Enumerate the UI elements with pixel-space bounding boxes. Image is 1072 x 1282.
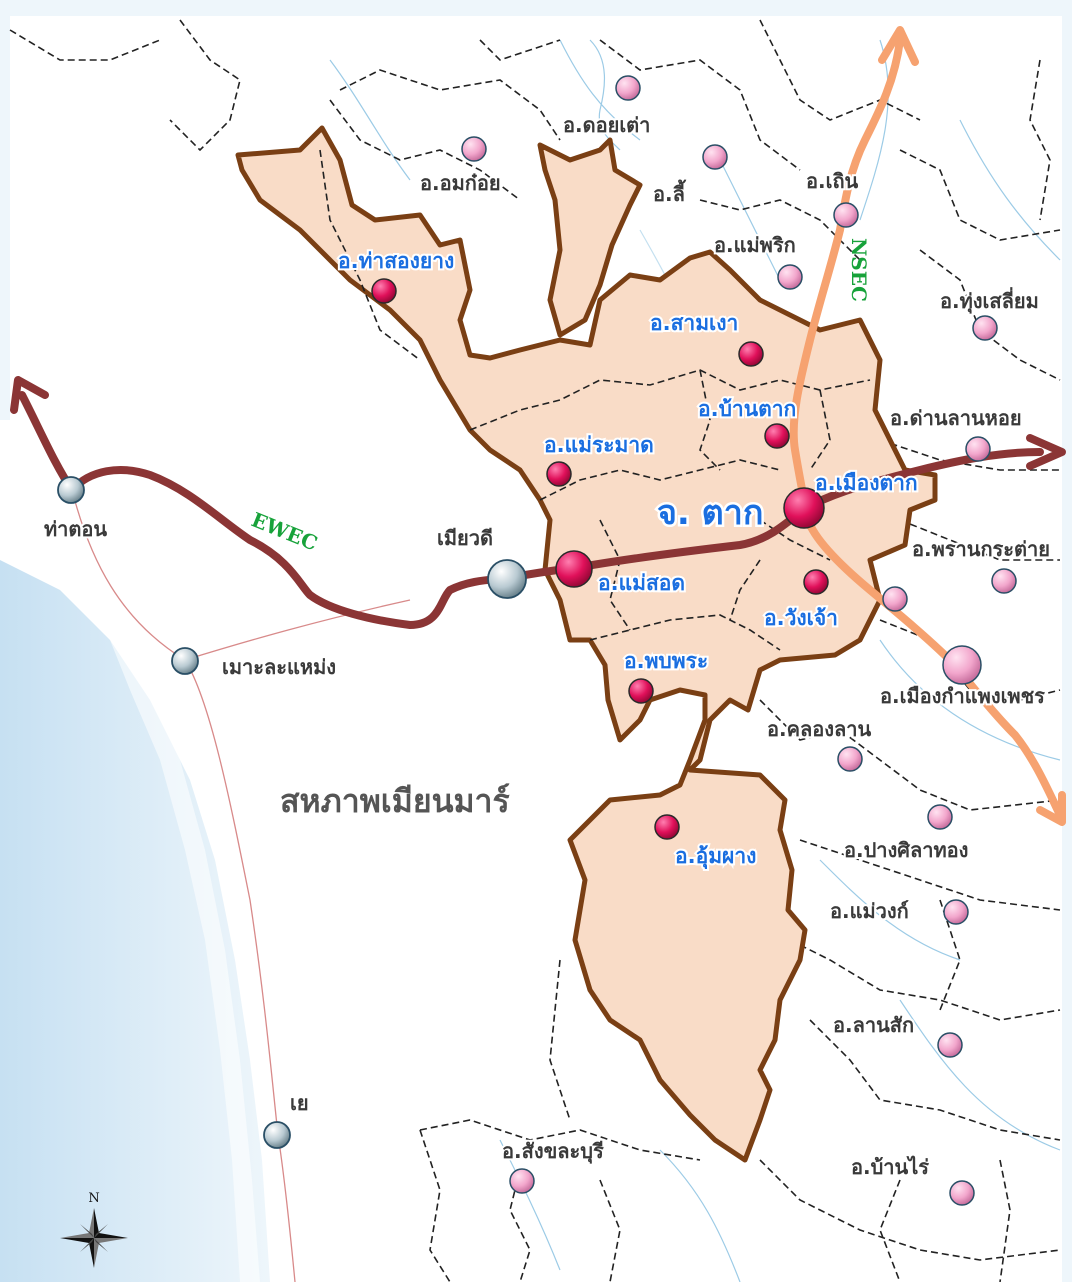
marker-umphang[interactable] bbox=[654, 814, 680, 840]
marker-myawaddy[interactable] bbox=[487, 559, 527, 599]
compass-rose-icon: N bbox=[60, 1191, 128, 1268]
myanmar-town-labels: ท่าตอน เมียวดี เมาะละแหม่ง เย bbox=[42, 515, 495, 1117]
compass-north-label: N bbox=[88, 1191, 99, 1206]
admin-borders bbox=[9, 19, 1061, 1282]
marker-ban-tak[interactable] bbox=[764, 423, 790, 449]
label-mae-phrik: อ.แม่พริก bbox=[714, 233, 796, 257]
country-label: สหภาพเมียนมาร์ bbox=[280, 782, 510, 820]
marker-mae-phrik[interactable] bbox=[777, 264, 803, 290]
label-sam-ngao: อ.สามเงา bbox=[650, 311, 738, 335]
tak-province-area bbox=[235, 125, 938, 1163]
label-tha-song-yang: อ.ท่าสองยาง bbox=[338, 249, 454, 273]
label-myawaddy: เมียวดี bbox=[437, 526, 493, 550]
label-thoen: อ.เถิน bbox=[806, 169, 859, 193]
marker-sam-ngao[interactable] bbox=[738, 341, 764, 367]
neighbor-district-labels: อ.ดอยเต่า อ.อมก๋อย อ.ลี้ อ.เถิน อ.แม่พริ… bbox=[418, 111, 1052, 1181]
left-strip bbox=[0, 0, 10, 420]
label-mae-sot: อ.แม่สอด bbox=[598, 571, 685, 595]
marker-phop-phra[interactable] bbox=[628, 678, 654, 704]
marker-mae-wong[interactable] bbox=[943, 899, 969, 925]
label-mae-ramat: อ.แม่ระมาด bbox=[544, 433, 654, 457]
label-doi-tao: อ.ดอยเต่า bbox=[563, 113, 650, 137]
marker-li[interactable] bbox=[702, 144, 728, 170]
label-umphang: อ.อุ้มผาง bbox=[675, 844, 756, 870]
marker-mueang-kamphaeng-phet[interactable] bbox=[942, 645, 982, 685]
marker-mae-sot[interactable] bbox=[555, 550, 593, 588]
marker-ye[interactable] bbox=[263, 1121, 291, 1149]
marker-omkoi[interactable] bbox=[461, 136, 487, 162]
marker-phran-kratai[interactable] bbox=[991, 568, 1017, 594]
label-pang-sila-thong: อ.ปางศิลาทอง bbox=[844, 838, 968, 862]
marker-lan-sak[interactable] bbox=[937, 1032, 963, 1058]
label-ban-rai: อ.บ้านไร่ bbox=[851, 1155, 929, 1179]
ewec-arrow-west bbox=[10, 376, 49, 414]
marker-thung-saliam[interactable] bbox=[972, 315, 998, 341]
label-mae-wong: อ.แม่วงก์ bbox=[830, 899, 909, 923]
label-lan-sak: อ.ลานสัก bbox=[833, 1013, 914, 1037]
label-mawlamyine: เมาะละแหม่ง bbox=[222, 655, 336, 679]
marker-mawlamyine[interactable] bbox=[171, 647, 199, 675]
label-mueang-kamphaeng-phet: อ.เมืองกำแพงเพชร bbox=[880, 684, 1045, 708]
marker-pang-sila-thong[interactable] bbox=[927, 804, 953, 830]
myanmar-town-markers bbox=[57, 476, 527, 1149]
marker-thoen[interactable] bbox=[833, 202, 859, 228]
ewec-arrow-east bbox=[1026, 434, 1066, 470]
label-ye: เย bbox=[290, 1091, 309, 1115]
marker-sangkhla-buri[interactable] bbox=[509, 1168, 535, 1194]
label-wang-chao: อ.วังเจ้า bbox=[764, 606, 838, 630]
label-li: อ.ลี้ bbox=[653, 179, 687, 206]
marker-nsec-node[interactable] bbox=[882, 586, 908, 612]
label-omkoi: อ.อมก๋อย bbox=[420, 171, 501, 195]
label-thung-saliam: อ.ทุ่งเสลี่ยม bbox=[940, 286, 1039, 314]
nsec-route bbox=[789, 36, 1064, 819]
top-strip bbox=[0, 0, 1072, 16]
tak-internal-borders bbox=[319, 149, 871, 651]
marker-wang-chao[interactable] bbox=[803, 569, 829, 595]
label-sangkhla-buri: อ.สังขละบุรี bbox=[502, 1139, 604, 1164]
coast-shading bbox=[110, 640, 260, 1282]
marker-thaton[interactable] bbox=[57, 476, 85, 504]
label-dan-lan-hoi: อ.ด่านลานหอย bbox=[890, 406, 1022, 430]
label-ban-tak: อ.บ้านตาก bbox=[698, 397, 796, 421]
marker-mae-ramat[interactable] bbox=[546, 461, 572, 487]
marker-tha-song-yang[interactable] bbox=[371, 278, 397, 304]
nsec-arrow-south bbox=[1036, 791, 1066, 826]
nsec-label: NSEC bbox=[847, 238, 871, 302]
label-phran-kratai: อ.พรานกระต่าย bbox=[912, 537, 1050, 561]
label-phop-phra: อ.พบพระ bbox=[624, 649, 708, 673]
label-mueang-tak: อ.เมืองตาก bbox=[815, 471, 918, 495]
label-khlong-lan: อ.คลองลาน bbox=[767, 717, 872, 741]
label-thaton: ท่าตอน bbox=[44, 517, 107, 541]
right-strip bbox=[1062, 0, 1072, 1282]
sea-area bbox=[0, 560, 270, 1282]
tak-district-markers bbox=[371, 278, 829, 840]
marker-khlong-lan[interactable] bbox=[837, 746, 863, 772]
marker-ban-rai[interactable] bbox=[949, 1180, 975, 1206]
nsec-arrow-north bbox=[878, 26, 919, 66]
province-label: จ. ตาก bbox=[657, 493, 763, 533]
marker-mueang-tak[interactable] bbox=[783, 487, 825, 529]
roads bbox=[71, 489, 411, 1282]
tak-district-labels: อ.ท่าสองยาง อ.สามเงา อ.บ้านตาก อ.แม่ระมา… bbox=[336, 247, 920, 872]
neighbor-district-markers bbox=[461, 75, 1017, 1206]
marker-dan-lan-hoi[interactable] bbox=[965, 436, 991, 462]
marker-doi-tao[interactable] bbox=[615, 75, 641, 101]
